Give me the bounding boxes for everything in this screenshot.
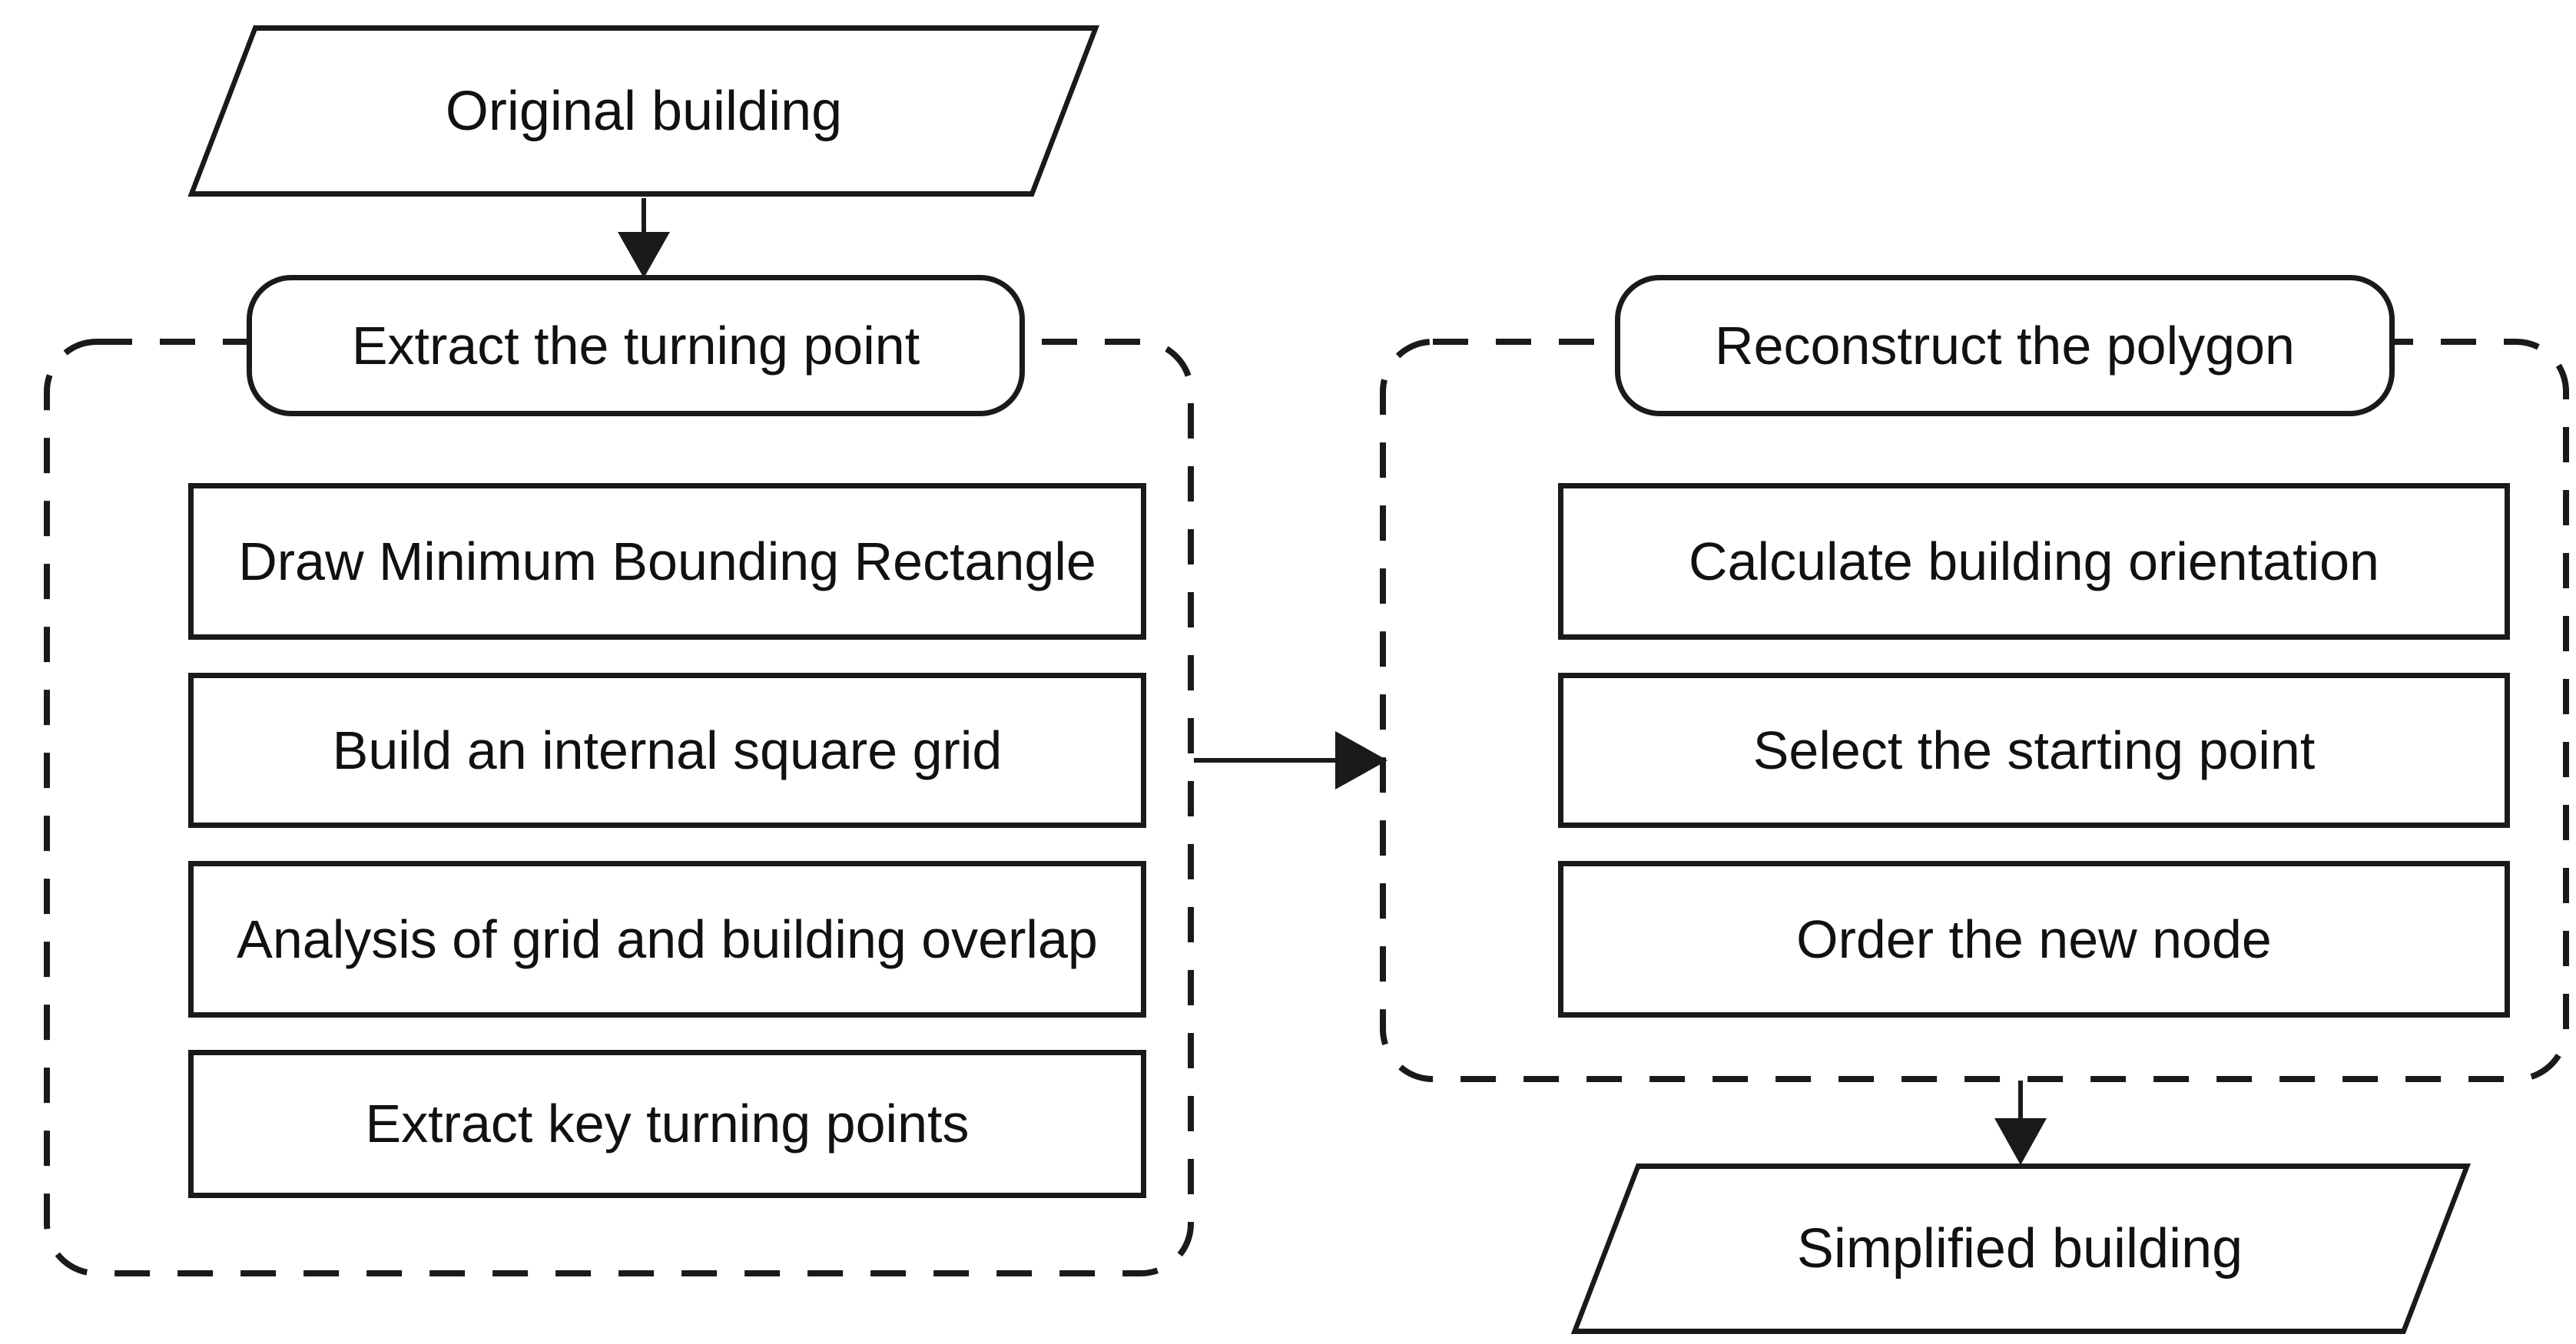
arrow-reconstruct-to-simplified xyxy=(1994,1081,2047,1165)
simplified-building-label: Simplified building xyxy=(1796,1218,2243,1279)
reconstruct-group-outline xyxy=(1380,339,2569,1082)
arrow-original-to-extract xyxy=(618,198,670,278)
step-build-internal-square-grid: Build an internal square grid xyxy=(188,673,1146,828)
step-analysis-grid-building-overlap: Analysis of grid and building overlap xyxy=(188,861,1146,1018)
extract-turning-point-header: Extract the turning point xyxy=(247,275,1025,416)
step-select-starting-point: Select the starting point xyxy=(1558,673,2510,828)
step-draw-minimum-bounding-rectangle: Draw Minimum Bounding Rectangle xyxy=(188,483,1146,640)
reconstruct-polygon-header: Reconstruct the polygon xyxy=(1615,275,2395,416)
step-calculate-building-orientation: Calculate building orientation xyxy=(1558,483,2510,640)
step-order-new-node: Order the new node xyxy=(1558,861,2510,1018)
original-building-label: Original building xyxy=(445,80,843,142)
arrow-extract-to-reconstruct xyxy=(1194,731,1387,790)
step-extract-key-turning-points: Extract key turning points xyxy=(188,1050,1146,1198)
